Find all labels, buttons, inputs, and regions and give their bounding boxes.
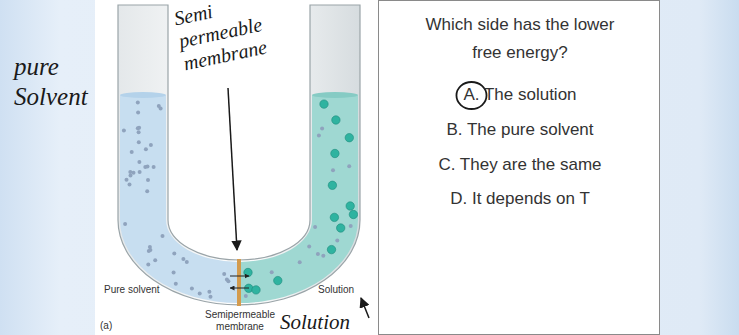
answer-option: D. It depends on T — [389, 185, 651, 213]
particle-dot — [153, 258, 157, 262]
particle-dot — [298, 260, 302, 264]
particle-dot — [222, 272, 226, 276]
figure-label: (a) — [100, 320, 112, 331]
particle-dot — [136, 110, 140, 114]
particle-dot — [244, 268, 252, 276]
particle-dot — [136, 100, 140, 104]
particle-dot — [198, 291, 202, 295]
particle-dot — [252, 286, 260, 294]
particle-dot — [347, 164, 351, 168]
particle-dot — [331, 149, 339, 157]
particle-dot — [327, 245, 335, 253]
particle-dot — [128, 183, 132, 187]
particle-dot — [122, 128, 126, 132]
particle-dot — [332, 116, 340, 124]
question-text: Which side has the lower free energy? — [415, 11, 625, 67]
particle-dot — [143, 165, 147, 169]
particle-dot — [244, 294, 248, 298]
answer-option: A. The solution — [389, 81, 651, 109]
question-box: Which side has the lower free energy? A. … — [378, 0, 660, 335]
particle-dot — [161, 234, 165, 238]
particle-dot — [328, 181, 336, 189]
handwritten-note: Solution — [280, 310, 365, 334]
particle-dot — [129, 174, 133, 178]
particle-dot — [349, 224, 353, 228]
part-label: Solution — [318, 284, 354, 295]
particle-dot — [123, 222, 127, 226]
particle-dot — [148, 245, 152, 249]
particle-dot — [209, 295, 213, 299]
particle-dot — [136, 126, 140, 130]
particle-dot — [137, 130, 141, 134]
particle-dot — [321, 254, 325, 258]
particle-dot — [190, 287, 194, 291]
particle-dot — [335, 238, 339, 242]
particle-dot — [331, 168, 335, 172]
particle-dot — [172, 270, 176, 274]
particle-dot — [138, 170, 142, 174]
particle-dot — [316, 252, 320, 256]
particle-dot — [313, 225, 317, 229]
particle-dot — [307, 245, 311, 249]
particle-dot — [157, 104, 161, 108]
particle-dot — [330, 213, 338, 221]
particle-dot — [137, 140, 141, 144]
particle-dot — [146, 263, 150, 267]
particle-dot — [125, 178, 129, 182]
particle-dot — [320, 127, 324, 131]
particle-dot — [181, 257, 185, 261]
particle-dot — [270, 270, 274, 274]
particle-dot — [152, 165, 156, 169]
particle-dot — [345, 134, 353, 142]
particle-dot — [130, 150, 134, 154]
particle-dot — [128, 170, 132, 174]
particle-dot — [185, 260, 189, 264]
part-label: Semipermeable membrane — [196, 309, 284, 333]
particle-dot — [320, 100, 328, 108]
handwritten-note: pure Solvent — [14, 52, 102, 112]
particle-dot — [146, 178, 150, 182]
answer-option: B. The pure solvent — [389, 116, 651, 144]
particle-dot — [225, 277, 229, 281]
particle-dot — [149, 143, 153, 147]
answer-option: C. They are the same — [389, 151, 651, 179]
particle-dot — [349, 210, 357, 218]
particle-dot — [317, 134, 321, 138]
particle-dot — [207, 290, 211, 294]
part-label: Pure solvent — [104, 284, 160, 295]
particle-dot — [172, 251, 176, 255]
particle-dot — [145, 189, 149, 193]
particle-dot — [144, 147, 148, 151]
particle-dot — [137, 160, 141, 164]
particle-dot — [337, 224, 345, 232]
particle-dot — [346, 202, 354, 210]
particle-dot — [274, 276, 282, 284]
particle-dot — [174, 282, 178, 286]
